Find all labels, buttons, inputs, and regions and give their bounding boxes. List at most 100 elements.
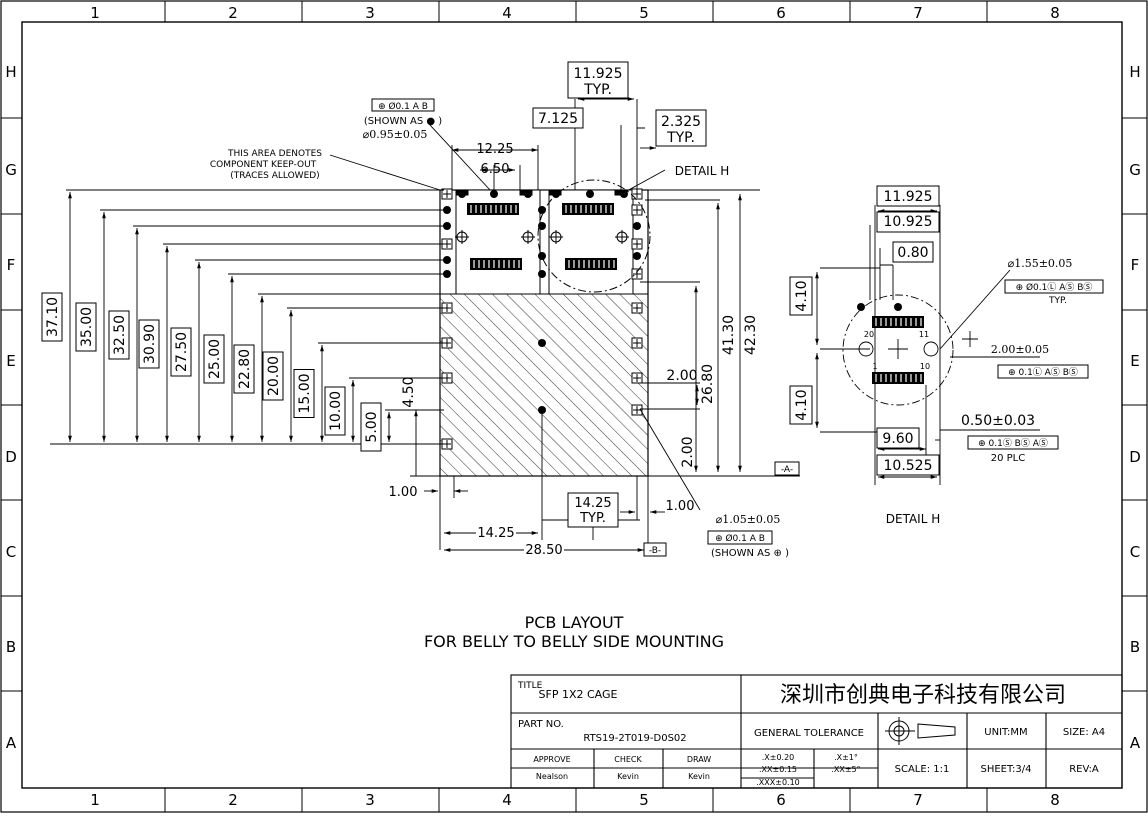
detail-caption: DETAIL H [886, 512, 941, 526]
row-label-left: D [5, 448, 17, 466]
left-dim-label: 22.80 [237, 349, 253, 389]
dim-typ: TYP. [579, 511, 606, 526]
row-label-left: C [6, 543, 16, 561]
col-label-bottom: 8 [1050, 791, 1060, 809]
detail-pads [857, 303, 924, 384]
col-label-top: 6 [776, 4, 786, 22]
left-dim-label: 20.00 [266, 356, 282, 396]
row-label-left: A [6, 734, 17, 752]
detail-dim-080: 0.80 [897, 245, 928, 261]
detail-h-label: DETAIL H [675, 164, 730, 178]
approve-label: APPROVE [533, 755, 570, 764]
keepout-note: (TRACES ALLOWED) [230, 171, 319, 181]
left-dim-label: 5.00 [364, 411, 380, 442]
title-value: SFP 1X2 CAGE [539, 688, 618, 701]
row-label-left: H [5, 63, 16, 81]
shown-as-dot: (SHOWN AS ● ) [364, 116, 442, 127]
right-dimensions [639, 189, 800, 511]
col-label-top: 5 [639, 4, 649, 22]
detail-gdt-050: ⊕ 0.1Ⓢ BⓈ AⓈ [978, 438, 1048, 449]
row-label-right: A [1130, 734, 1141, 752]
left-dim-label: 15.00 [297, 373, 313, 413]
datum-b: -B- [649, 546, 661, 556]
col-label-top: 7 [913, 4, 923, 22]
col-label-bottom: 3 [365, 791, 375, 809]
sheet: SHEET:3/4 [981, 764, 1032, 775]
left-dimensions [50, 189, 444, 477]
title-block [510, 674, 1123, 789]
row-label-right: E [1130, 352, 1139, 370]
row-label-right: D [1129, 448, 1141, 466]
detail-dim-10525: 10.525 [884, 458, 933, 474]
tol-ang2: .XX±5° [831, 765, 860, 774]
detail-dim-10925: 10.925 [884, 214, 933, 230]
detail-h-circle [537, 179, 651, 293]
draw-value: Kevin [688, 772, 710, 781]
col-label-bottom: 1 [90, 791, 100, 809]
left-dim-label: 25.00 [207, 339, 223, 379]
row-label-left: B [6, 638, 16, 656]
pin-10: 10 [920, 362, 930, 371]
dim-100-right: 1.00 [666, 499, 695, 514]
col-label-top: 3 [365, 4, 375, 22]
left-dim-label: 37.10 [45, 297, 61, 337]
dim-4230: 42.30 [743, 315, 759, 355]
unit: UNIT:MM [984, 727, 1027, 738]
keepout-note: THIS AREA DENOTES [227, 149, 322, 159]
dim-100-left: 1.00 [389, 485, 418, 500]
detail-dim-960: 9.60 [882, 431, 913, 447]
shown-as-plus: (SHOWN AS ⊕ ) [711, 548, 789, 559]
hole-105: ⌀1.05±0.05 [716, 513, 781, 526]
row-label-right: F [1131, 256, 1140, 274]
hole-095: ⌀0.95±0.05 [363, 128, 428, 141]
col-label-bottom: 2 [228, 791, 238, 809]
caption-line1: PCB LAYOUT [525, 613, 624, 632]
left-dim-label: 30.90 [142, 324, 158, 364]
tol-xxx: .XXX±0.10 [756, 778, 800, 787]
row-label-left: E [6, 352, 15, 370]
tol-xx: .XX±0.15 [759, 765, 797, 774]
title-label: TITLE [517, 681, 543, 691]
left-dim-label: 32.50 [112, 315, 128, 355]
dim-1425: 14.25 [477, 526, 514, 541]
row-label-left: G [5, 161, 17, 179]
detail-gdt-200: ⊕ 0.1Ⓛ AⓈ BⓈ [1008, 367, 1078, 378]
pin-1: 1 [872, 362, 877, 371]
check-label: CHECK [614, 755, 642, 764]
pin-20: 20 [864, 330, 874, 339]
row-label-right: G [1129, 161, 1141, 179]
keepout-area [439, 293, 649, 477]
tol-ang1: .X±1° [834, 753, 858, 762]
col-label-top: 8 [1050, 4, 1060, 22]
datum-a: -A- [781, 465, 793, 475]
general-tolerance: GENERAL TOLERANCE [754, 728, 864, 739]
tol-x: .X±0.20 [762, 753, 795, 762]
left-dim-label: 4.50 [401, 376, 417, 407]
dim-200-a: 2.00 [666, 368, 697, 384]
detail-dim-050: 0.50±0.03 [961, 413, 1035, 429]
dim-4130: 41.30 [721, 315, 737, 355]
gdt-bottom: ⊕ Ø0.1 A B [715, 533, 765, 544]
gdt-top: ⊕ Ø0.1 A B [378, 101, 428, 112]
col-label-top: 1 [90, 4, 100, 22]
col-label-top: 4 [502, 4, 512, 22]
pin-11: 11 [919, 330, 929, 339]
detail-dim-410-bot: 4.10 [794, 389, 810, 420]
company-name: 深圳市创典电子科技有限公司 [780, 683, 1066, 708]
left-dim-label: 27.50 [174, 332, 190, 372]
dim-1425-typ: 14.25 [574, 496, 611, 511]
detail-gdt-155: ⊕ Ø0.1Ⓛ AⓈ BⓈ [1016, 282, 1093, 293]
detail-dim-11925: 11.925 [884, 189, 933, 205]
col-label-bottom: 7 [913, 791, 923, 809]
dim-7125: 7.125 [538, 111, 578, 127]
pcb-layout [439, 179, 651, 477]
detail-h-view [815, 205, 1040, 485]
col-label-top: 2 [228, 4, 238, 22]
row-label-left: F [7, 256, 16, 274]
row-label-right: H [1129, 63, 1140, 81]
caption-line2: FOR BELLY TO BELLY SIDE MOUNTING [424, 632, 724, 651]
